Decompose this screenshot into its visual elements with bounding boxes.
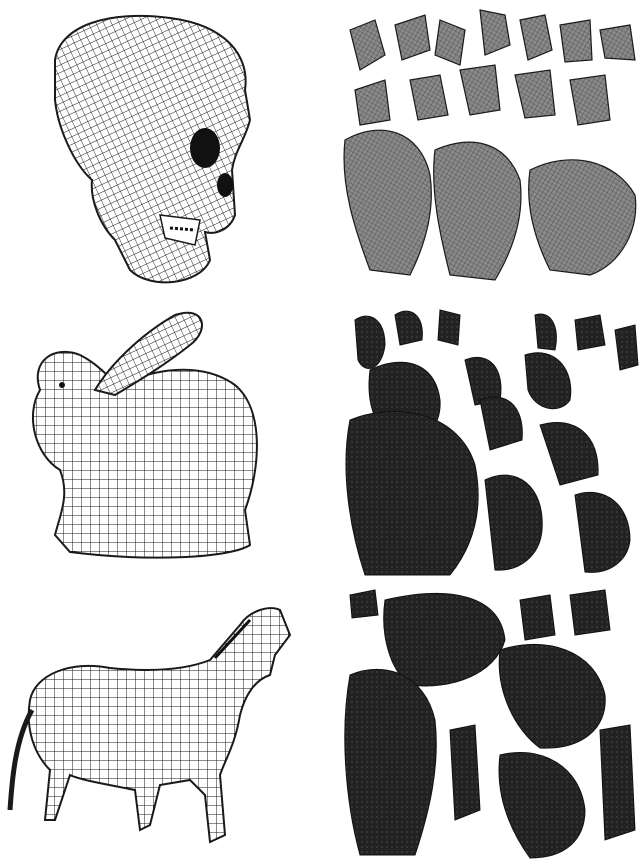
atlas-chart: [600, 725, 635, 840]
atlas-chart: [600, 25, 635, 60]
atlas-chart: [525, 353, 571, 409]
skull-cranium: [55, 16, 250, 282]
atlas-chart: [485, 475, 542, 570]
atlas-chart: [435, 20, 465, 65]
skull-eye-socket: [190, 128, 220, 168]
bunny-texture-atlas: [330, 290, 643, 580]
atlas-chart: [355, 80, 390, 125]
atlas-chart: [434, 142, 521, 280]
atlas-chart: [499, 752, 585, 858]
atlas-chart: [560, 20, 592, 62]
skull-nose-cavity: [217, 173, 233, 197]
atlas-chart: [570, 75, 610, 125]
atlas-chart: [350, 20, 385, 70]
atlas-chart: [384, 593, 505, 685]
atlas-chart: [344, 130, 431, 275]
horse-body: [29, 608, 290, 842]
atlas-chart: [575, 492, 630, 572]
atlas-chart: [438, 310, 460, 345]
atlas-chart: [615, 325, 638, 370]
skull-mesh-figure: [0, 0, 310, 290]
atlas-chart: [480, 397, 522, 450]
atlas-chart: [520, 15, 552, 60]
atlas-chart: [535, 314, 556, 350]
atlas-chart: [460, 65, 500, 115]
horse-texture-atlas: [330, 580, 643, 860]
atlas-chart: [355, 316, 385, 368]
atlas-chart: [480, 10, 510, 55]
atlas-chart: [350, 590, 378, 618]
skull-texture-atlas: [330, 0, 643, 290]
horse-mesh-figure: [0, 580, 310, 860]
atlas-chart: [515, 70, 555, 118]
atlas-chart: [520, 595, 555, 640]
atlas-chart: [395, 15, 430, 60]
atlas-chart: [499, 644, 605, 748]
atlas-chart: [570, 590, 610, 635]
atlas-chart: [540, 422, 598, 485]
atlas-chart: [410, 75, 448, 120]
bunny-eye: [59, 382, 65, 388]
bunny-mesh-figure: [0, 290, 310, 580]
atlas-chart: [575, 315, 605, 350]
atlas-chart: [450, 725, 480, 820]
atlas-chart: [395, 311, 422, 345]
atlas-chart: [529, 160, 636, 275]
atlas-chart: [345, 669, 437, 855]
atlas-chart: [346, 411, 478, 575]
bunny-body: [33, 352, 257, 558]
